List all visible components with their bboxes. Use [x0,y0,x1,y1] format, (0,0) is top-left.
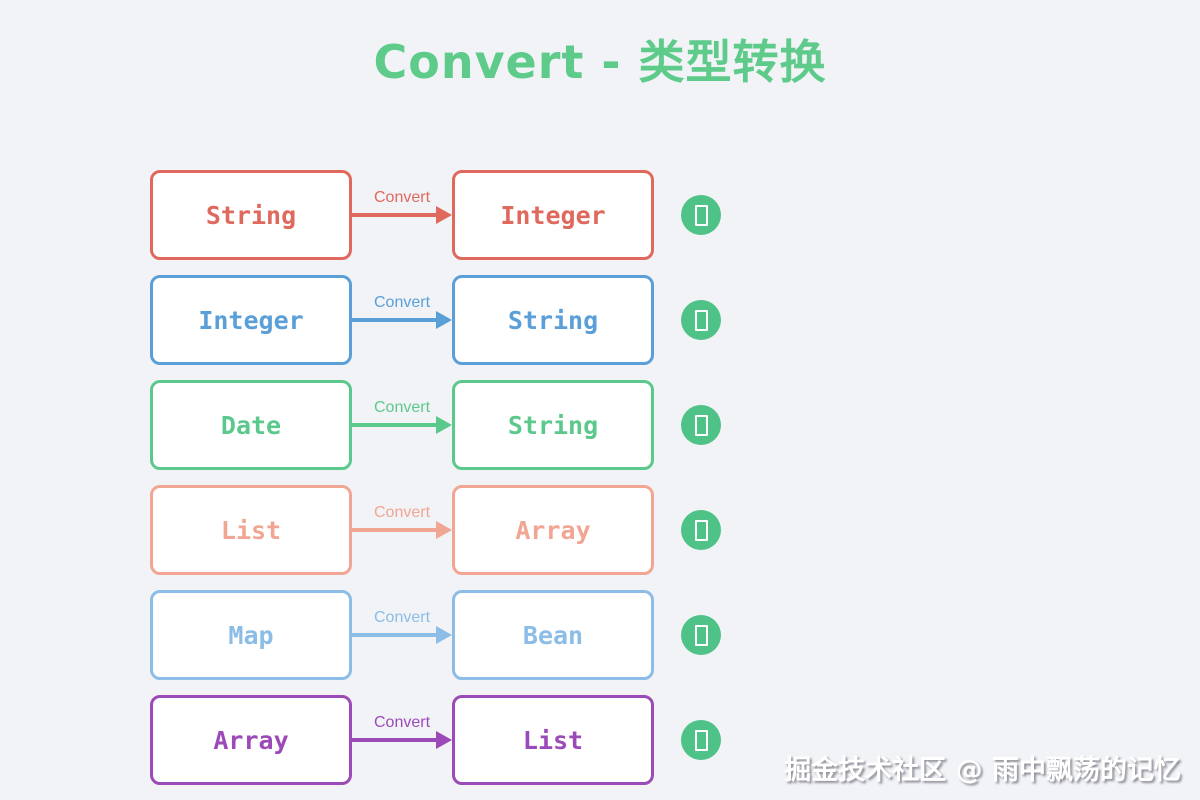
conversion-diagram: String Convert Integer Integer Convert S… [150,170,721,800]
source-type-box: Date [150,380,352,470]
conversion-row-string-integer: String Convert Integer [150,170,721,260]
source-type-box: Integer [150,275,352,365]
conversion-row-list-array: List Convert Array [150,485,721,575]
status-badge [681,510,721,550]
status-badge [681,300,721,340]
arrow-head-icon [436,416,452,434]
convert-arrow: Convert [352,485,452,575]
target-type-box: String [452,275,654,365]
convert-arrow: Convert [352,590,452,680]
arrow-head-icon [436,626,452,644]
convert-arrow-label: Convert [373,714,431,731]
source-type-label: List [220,515,282,545]
missing-glyph-icon [694,729,708,751]
convert-arrow-label: Convert [373,609,431,626]
arrow-line [352,318,439,322]
target-type-label: String [507,410,599,440]
target-type-box: Integer [452,170,654,260]
status-badge [681,405,721,445]
conversion-row-integer-string: Integer Convert String [150,275,721,365]
source-type-label: Array [213,725,289,755]
source-type-box: List [150,485,352,575]
target-type-label: String [507,305,599,335]
arrow-line [352,213,439,217]
source-type-box: String [150,170,352,260]
arrow-head-icon [436,206,452,224]
watermark: 掘金技术社区 @ 雨中飘荡的记忆 [784,755,1181,786]
source-type-label: Map [228,620,274,650]
missing-glyph-icon [694,519,708,541]
source-type-label: Integer [198,305,304,335]
source-type-label: Date [220,410,282,440]
missing-glyph-icon [694,414,708,436]
target-type-label: Array [515,515,591,545]
arrow-line [352,738,439,742]
source-type-label: String [205,200,297,230]
status-badge [681,720,721,760]
target-type-label: List [522,725,584,755]
convert-arrow: Convert [352,275,452,365]
arrow-head-icon [436,311,452,329]
status-badge [681,195,721,235]
arrow-head-icon [436,521,452,539]
missing-glyph-icon [694,624,708,646]
convert-arrow-label: Convert [373,294,431,311]
arrow-line [352,423,439,427]
conversion-row-array-list: Array Convert List [150,695,721,785]
target-type-box: List [452,695,654,785]
target-type-box: Array [452,485,654,575]
arrow-line [352,528,439,532]
missing-glyph-icon [694,204,708,226]
page-title: Convert - 类型转换 [373,35,827,89]
convert-arrow-label: Convert [373,504,431,521]
convert-arrow-label: Convert [373,189,431,206]
arrow-line [352,633,439,637]
source-type-box: Map [150,590,352,680]
convert-arrow: Convert [352,170,452,260]
conversion-row-date-string: Date Convert String [150,380,721,470]
convert-arrow: Convert [352,695,452,785]
status-badge [681,615,721,655]
convert-arrow-label: Convert [373,399,431,416]
arrow-head-icon [436,731,452,749]
convert-arrow: Convert [352,380,452,470]
source-type-box: Array [150,695,352,785]
target-type-label: Bean [522,620,584,650]
target-type-label: Integer [500,200,606,230]
target-type-box: String [452,380,654,470]
target-type-box: Bean [452,590,654,680]
conversion-row-map-bean: Map Convert Bean [150,590,721,680]
missing-glyph-icon [694,309,708,331]
